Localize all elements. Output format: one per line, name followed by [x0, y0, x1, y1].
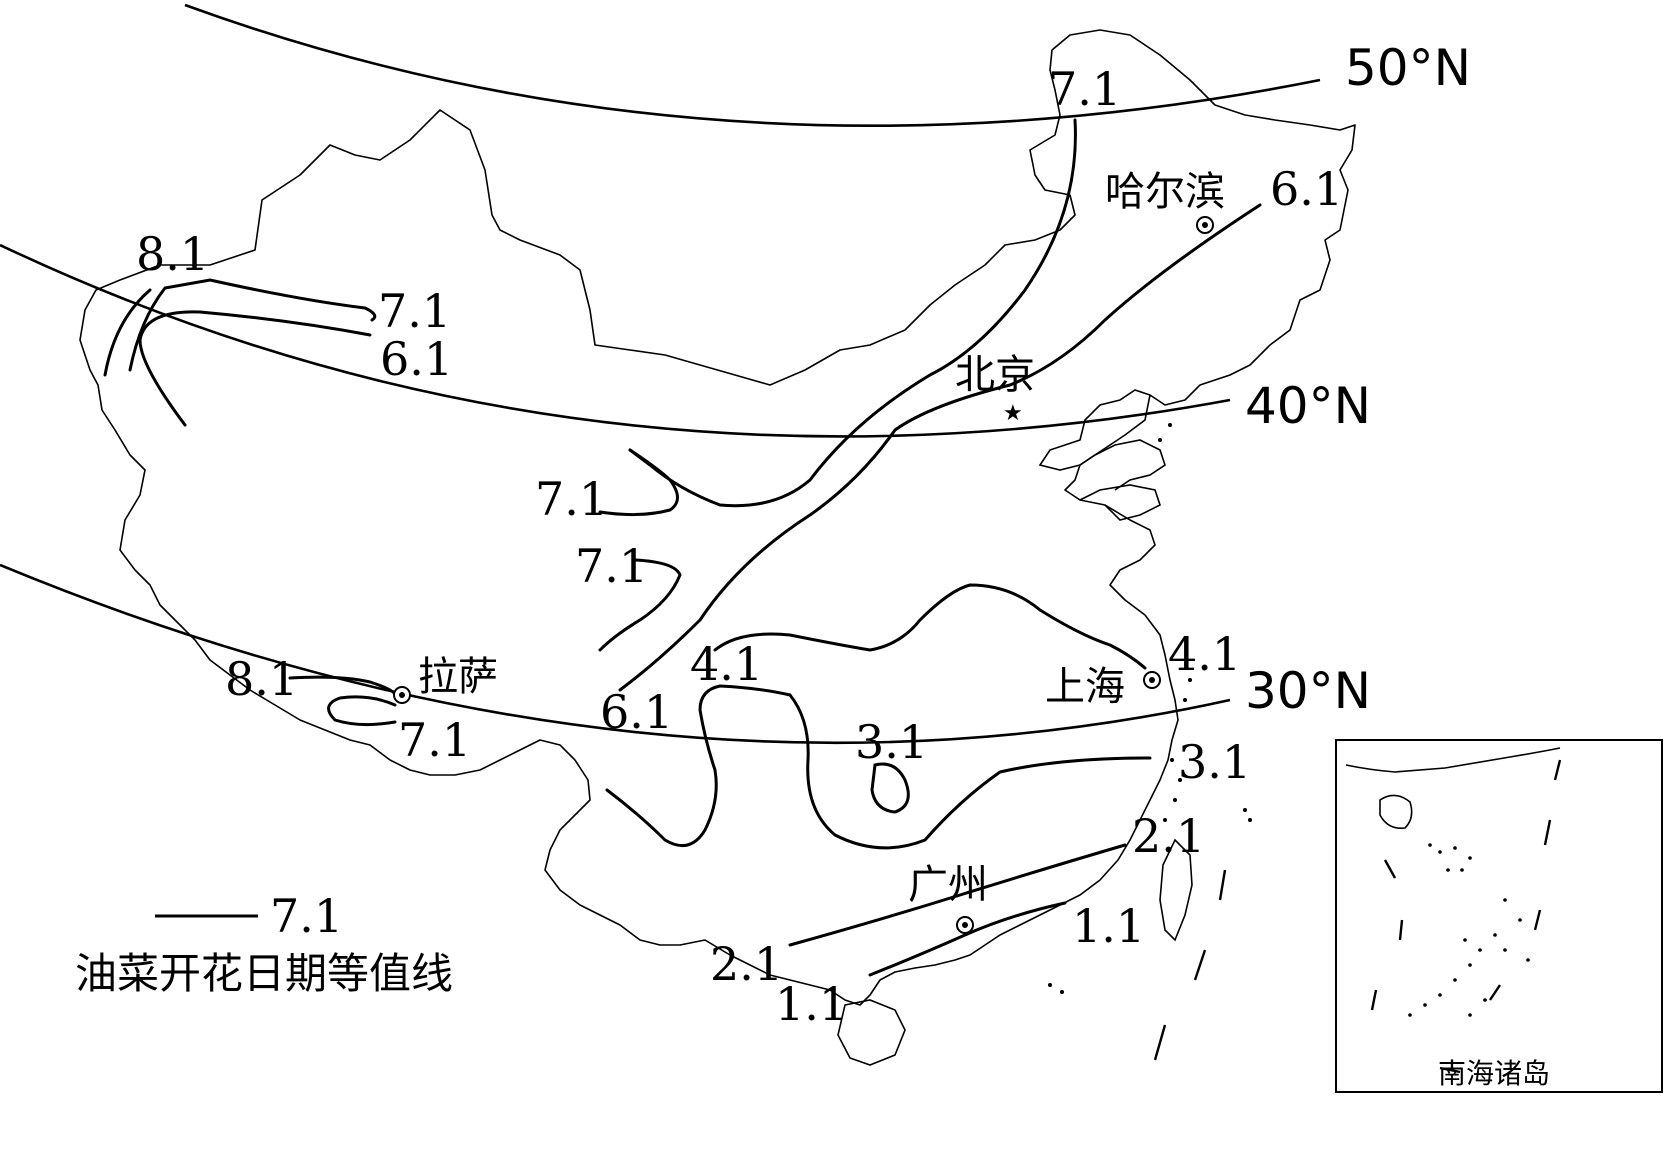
china-border — [79, 29, 1356, 1006]
guangzhou-label: 广州 — [908, 862, 988, 908]
harbin-label: 哈尔滨 — [1105, 169, 1225, 215]
isoline-7-1-northeast — [628, 118, 1077, 508]
isoline-label-ne-6-1: 6.1 — [1270, 162, 1343, 216]
south-sea-dashes — [1153, 869, 1227, 1061]
isolines — [103, 118, 1262, 977]
legend-caption: 油菜开花日期等值线 — [75, 949, 453, 998]
isoline-6-1-southwest — [605, 684, 792, 848]
isoline-label-ne-7-1: 7.1 — [1048, 62, 1121, 116]
inset-caption: 南海诸岛 — [1438, 1057, 1550, 1090]
isoline-label-nw-8-1: 8.1 — [136, 227, 209, 281]
isoline-label-nw-7-1: 7.1 — [378, 284, 451, 338]
isoline-label-e-4-1-w: 4.1 — [690, 637, 763, 691]
isoline-labels: 7.1 6.1 8.1 7.1 6.1 7.1 7.1 6.1 8.1 7.1 … — [136, 62, 1343, 1031]
beijing-star-icon: ★ — [1003, 401, 1023, 426]
isoline-label-e-3-1-e: 3.1 — [1178, 735, 1251, 789]
isoline-7-1-central-a — [598, 448, 679, 517]
shandong-peninsula — [1079, 484, 1161, 521]
latitude-40n-line — [0, 243, 1231, 438]
isoline-1-1-south — [868, 901, 1067, 977]
isoline-6-1-northwest — [138, 310, 372, 427]
isoline-3-1-loop — [870, 762, 910, 814]
isoline-label-s-1-1-w: 1.1 — [775, 977, 848, 1031]
inset-frame — [1335, 739, 1663, 1093]
isoline-label-e-4-1-e: 4.1 — [1168, 627, 1241, 681]
latitude-50n-line — [184, 3, 1321, 127]
hainan-island — [837, 999, 906, 1066]
taiwan-island — [1159, 838, 1193, 942]
isoline-label-nw-6-1: 6.1 — [380, 332, 453, 386]
legend: 7.1 油菜开花日期等值线 — [75, 889, 453, 998]
latitude-50n-label: 50°N — [1345, 39, 1471, 97]
isoline-7-1-tibet — [327, 695, 397, 727]
coastal-islands — [1048, 423, 1252, 994]
isoline-7-1-northwest — [103, 288, 152, 377]
inset-dashes — [1370, 759, 1562, 1074]
isoline-3-1-central — [788, 693, 1152, 850]
city-lhasa: 拉萨 — [393, 654, 498, 704]
isoline-label-s-2-1-w: 2.1 — [710, 937, 783, 991]
shanghai-label: 上海 — [1045, 664, 1125, 710]
city-harbin: 哈尔滨 — [1105, 169, 1225, 234]
isoline-label-tib-7-1: 7.1 — [398, 713, 471, 767]
isoline-2-1-south — [788, 843, 1127, 947]
isoline-label-c-6-1: 6.1 — [600, 685, 673, 739]
isoline-6-1-northeast — [618, 203, 1262, 692]
latitude-30n-line — [0, 563, 1231, 745]
beijing-label: 北京 — [955, 352, 1035, 398]
inset-hainan — [1379, 794, 1413, 830]
isoline-label-e-3-1-c: 3.1 — [855, 715, 928, 769]
lhasa-label: 拉萨 — [418, 654, 498, 700]
south-sea-inset: 南海诸岛 — [1335, 739, 1663, 1093]
city-shanghai: 上海 — [1045, 664, 1161, 710]
legend-value: 7.1 — [270, 889, 343, 943]
city-beijing: ★ 北京 — [955, 352, 1035, 426]
isoline-8-1-northwest — [128, 278, 377, 372]
city-guangzhou: 广州 — [908, 862, 988, 934]
bohai-coastline — [1038, 389, 1166, 491]
isoline-7-1-central-b — [598, 558, 682, 652]
isoline-label-c-7-1-a: 7.1 — [535, 472, 608, 526]
isoline-label-s-2-1-e: 2.1 — [1132, 809, 1205, 863]
isoline-label-tib-8-1: 8.1 — [225, 652, 298, 706]
isoline-label-c-7-1-b: 7.1 — [575, 539, 648, 593]
inset-island-dots — [1408, 843, 1530, 1017]
inset-coastline — [1345, 747, 1561, 773]
latitude-30n-label: 30°N — [1245, 662, 1371, 720]
isoline-8-1-tibet — [288, 675, 397, 697]
latitude-40n-label: 40°N — [1245, 377, 1371, 435]
isoline-label-s-1-1-e: 1.1 — [1072, 899, 1145, 953]
isoline-4-1-west — [713, 583, 1147, 670]
